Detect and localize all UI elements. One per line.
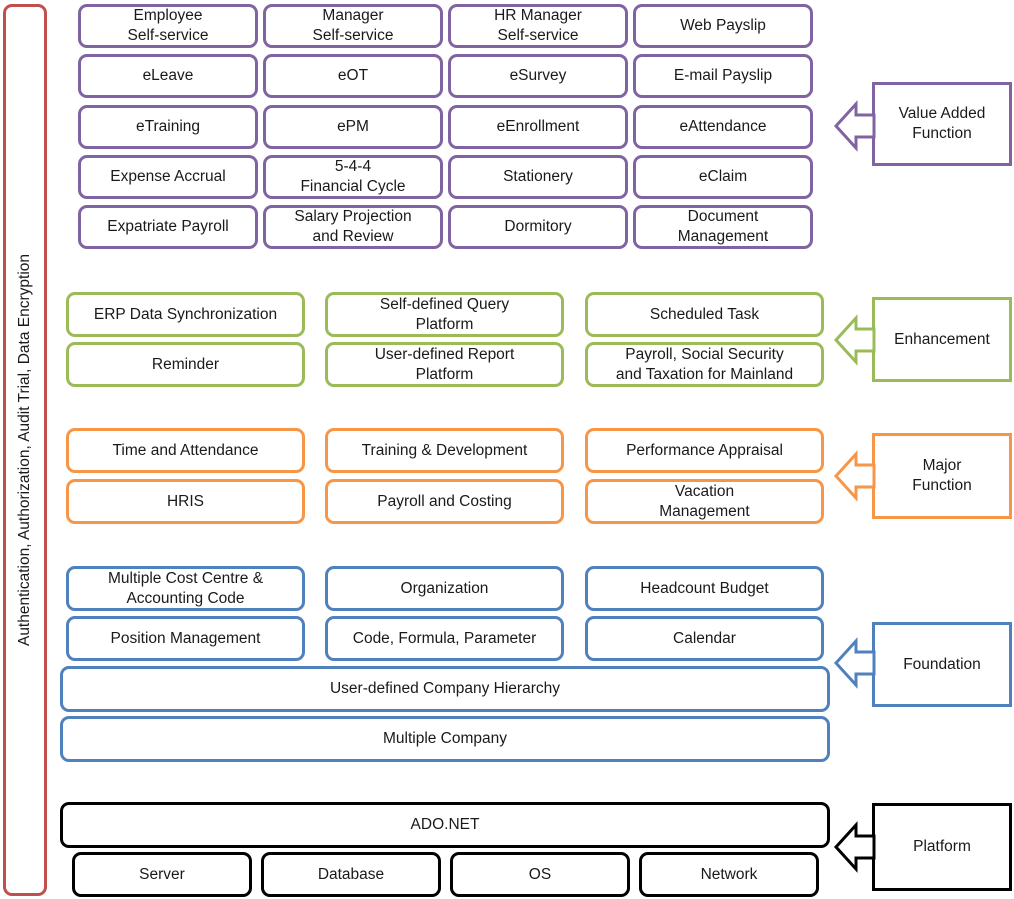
module-hr-manager-self-service: HR Manager Self-service	[448, 4, 628, 48]
module-scheduled-task: Scheduled Task	[585, 292, 824, 337]
module-headcount-budget: Headcount Budget	[585, 566, 824, 611]
arrow-left-icon	[833, 314, 876, 366]
module-erp-data-sync: ERP Data Synchronization	[66, 292, 305, 337]
layer-label-value-added: Value Added Function	[872, 82, 1012, 166]
arrow-left-icon	[833, 637, 876, 689]
module-organization: Organization	[325, 566, 564, 611]
security-sidebar-label: Authentication, Authorization, Audit Tri…	[16, 253, 33, 647]
module-vacation-management: Vacation Management	[585, 479, 824, 524]
module-eot: eOT	[263, 54, 443, 98]
module-etraining: eTraining	[78, 105, 258, 149]
arrow-left-icon	[833, 100, 876, 152]
arrow-left-icon	[833, 450, 876, 502]
module-network: Network	[639, 852, 819, 897]
module-multiple-cost-centre: Multiple Cost Centre & Accounting Code	[66, 566, 305, 611]
module-manager-self-service: Manager Self-service	[263, 4, 443, 48]
module-reminder: Reminder	[66, 342, 305, 387]
layer-label-enhancement: Enhancement	[872, 297, 1012, 382]
module-expense-accrual: Expense Accrual	[78, 155, 258, 199]
module-time-attendance: Time and Attendance	[66, 428, 305, 473]
module-dormitory: Dormitory	[448, 205, 628, 249]
module-self-defined-query: Self-defined Query Platform	[325, 292, 564, 337]
module-epm: ePM	[263, 105, 443, 149]
module-hris: HRIS	[66, 479, 305, 524]
module-document-management: Document Management	[633, 205, 813, 249]
module-code-formula-parameter: Code, Formula, Parameter	[325, 616, 564, 661]
module-database: Database	[261, 852, 441, 897]
module-ado-net: ADO.NET	[60, 802, 830, 848]
module-eattendance: eAttendance	[633, 105, 813, 149]
module-salary-projection: Salary Projection and Review	[263, 205, 443, 249]
module-os: OS	[450, 852, 630, 897]
module-expatriate-payroll: Expatriate Payroll	[78, 205, 258, 249]
layer-label-major-function: Major Function	[872, 433, 1012, 519]
module-calendar: Calendar	[585, 616, 824, 661]
module-email-payslip: E-mail Payslip	[633, 54, 813, 98]
module-multiple-company: Multiple Company	[60, 716, 830, 762]
arrow-left-icon	[833, 821, 876, 873]
layer-label-platform: Platform	[872, 803, 1012, 891]
module-payroll-social-security: Payroll, Social Security and Taxation fo…	[585, 342, 824, 387]
module-payroll-costing: Payroll and Costing	[325, 479, 564, 524]
module-eclaim: eClaim	[633, 155, 813, 199]
module-server: Server	[72, 852, 252, 897]
module-stationery: Stationery	[448, 155, 628, 199]
module-eleave: eLeave	[78, 54, 258, 98]
security-sidebar	[3, 4, 47, 896]
module-financial-cycle: 5-4-4 Financial Cycle	[263, 155, 443, 199]
module-esurvey: eSurvey	[448, 54, 628, 98]
layer-label-foundation: Foundation	[872, 622, 1012, 707]
module-user-defined-report: User-defined Report Platform	[325, 342, 564, 387]
module-web-payslip: Web Payslip	[633, 4, 813, 48]
module-training-development: Training & Development	[325, 428, 564, 473]
module-position-management: Position Management	[66, 616, 305, 661]
module-employee-self-service: Employee Self-service	[78, 4, 258, 48]
module-company-hierarchy: User-defined Company Hierarchy	[60, 666, 830, 712]
module-eenrollment: eEnrollment	[448, 105, 628, 149]
module-performance-appraisal: Performance Appraisal	[585, 428, 824, 473]
